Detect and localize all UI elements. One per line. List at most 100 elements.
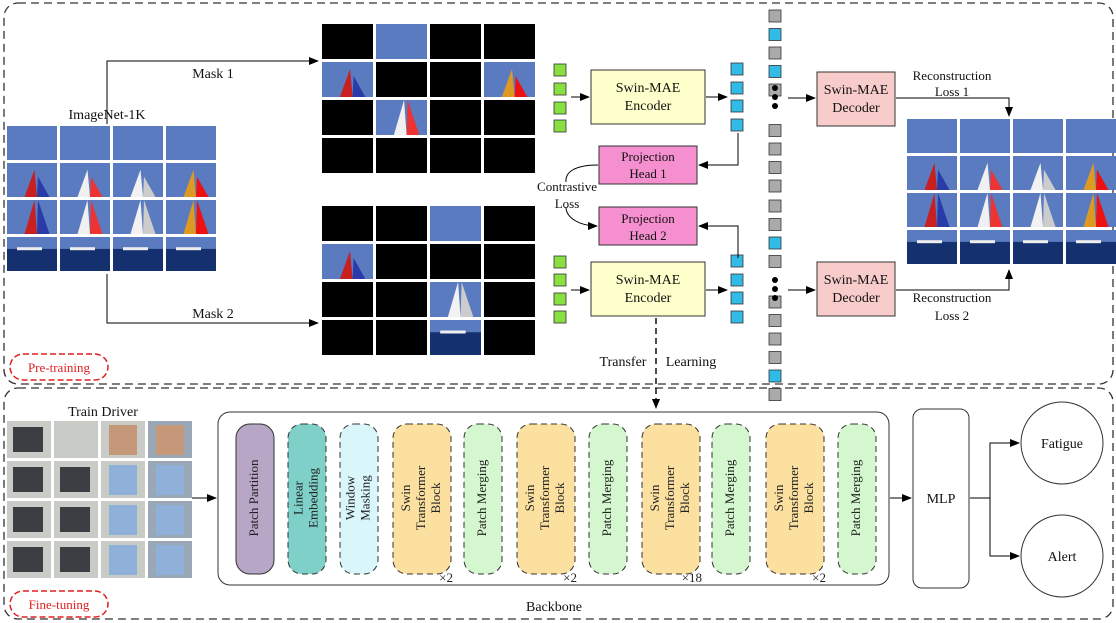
mask1-tile-r3c1: [322, 100, 373, 135]
contrastive-curve-bottom: [565, 206, 598, 230]
driver-tile-r2c2: [54, 461, 98, 498]
output-fatigue: Fatigue: [1020, 401, 1104, 485]
svg-text:MLP: MLP: [927, 492, 956, 507]
driver-tile-r3c4: [148, 501, 192, 538]
svg-text:Pre-training: Pre-training: [28, 360, 91, 375]
projection-head-2: Projection Head 2: [598, 206, 698, 246]
mask2-label: Mask 2: [192, 307, 234, 322]
svg-text:Decoder: Decoder: [832, 101, 880, 116]
arrow-mask2: [106, 274, 319, 327]
finetuning-frame: [3, 387, 1114, 620]
imagenet-tile-r2c4: [166, 163, 216, 197]
recon-tile-r3c1: [907, 193, 957, 227]
token-decoder-bottom-7: [768, 332, 782, 346]
arrow-to-fatigue: [970, 439, 1020, 499]
driver-tile-r1c2: [54, 421, 98, 458]
recon-tile-r3c3: [1013, 193, 1063, 227]
imagenet-tile-r3c3: [113, 200, 163, 234]
ellipsis-dot-4: [772, 277, 778, 283]
backbone-block-2-label-1: Linear: [290, 480, 305, 515]
driver-tile-r3c1: [7, 501, 51, 538]
mask2-tile-r1c1: [322, 206, 373, 241]
token-blue-bottom-2: [730, 273, 744, 287]
backbone-block-3-label-2: Masking: [357, 475, 372, 521]
token-decoder-top-9: [768, 179, 782, 193]
train-driver-label: Train Driver: [68, 405, 138, 420]
arrow-to-alert: [989, 498, 1020, 560]
recon-tile-r4c4: [1066, 230, 1116, 264]
recon-tile-r1c3: [1013, 119, 1063, 153]
backbone-block-8-multiplier: ×18: [682, 570, 702, 585]
mask1-tile-r1c4: [484, 24, 535, 59]
mask2-tile-r2c2: [376, 244, 427, 279]
token-blue-bottom-4: [730, 310, 744, 324]
mask1-tile-r1c1: [322, 24, 373, 59]
token-blue-top-2: [730, 81, 744, 95]
token-green-bottom-3: [553, 292, 567, 306]
recon-tile-r3c4: [1066, 193, 1116, 227]
token-green-bottom-1: [553, 255, 567, 269]
decoder-1: Swin-MAE Decoder: [816, 71, 896, 127]
svg-text:Decoder: Decoder: [832, 291, 880, 306]
encoder-1: Swin-MAE Encoder: [590, 69, 706, 125]
backbone-block-10-label-3: Block: [801, 482, 816, 514]
mask2-tile-r4c4: [484, 320, 535, 355]
token-decoder-bottom-8: [768, 351, 782, 364]
decoder-2: Swin-MAE Decoder: [816, 261, 896, 317]
svg-text:Fatigue: Fatigue: [1041, 437, 1083, 452]
backbone-block-4-label-3: Block: [428, 482, 443, 514]
imagenet-tile-r3c2: [60, 200, 110, 234]
backbone-block-1-label-1: Patch Partition: [246, 459, 261, 536]
svg-text:Swin-MAE: Swin-MAE: [616, 273, 681, 288]
recon-tile-r1c4: [1066, 119, 1116, 153]
masked-image-2: [322, 206, 535, 355]
driver-tile-r1c3: [101, 421, 145, 458]
token-columns: [553, 9, 782, 401]
token-decoder-top-1: [768, 9, 782, 23]
recon-tile-r2c1: [907, 156, 957, 190]
token-decoder-bottom-9: [768, 369, 782, 383]
mask2-tile-r4c3: [430, 320, 481, 355]
imagenet-tile-r3c4: [166, 200, 216, 234]
backbone-label: Backbone: [526, 600, 582, 615]
driver-tile-r1c1: [7, 421, 51, 458]
svg-text:Loss 1: Loss 1: [935, 84, 969, 99]
svg-text:Encoder: Encoder: [625, 99, 672, 114]
backbone-block-2-label-2: Embedding: [305, 468, 320, 528]
mask1-tile-r3c2: [376, 100, 427, 135]
token-decoder-top-4: [768, 65, 782, 78]
ellipsis-dot-2: [772, 94, 778, 100]
input-image-train-driver: [7, 421, 192, 578]
backbone-block-10-label-2: Transformer: [786, 465, 801, 530]
imagenet-tile-r3c1: [7, 200, 57, 234]
backbone-block-4-label-1: Swin: [398, 484, 413, 511]
svg-text:Contrastive: Contrastive: [537, 179, 597, 194]
backbone-block-4-multiplier: ×2: [439, 570, 453, 585]
backbone-block-1: Patch Partition: [235, 423, 275, 575]
token-green-bottom-4: [553, 310, 567, 324]
backbone-block-8-label-2: Transformer: [662, 465, 677, 530]
mask1-tile-r2c4: [484, 62, 535, 97]
mask2-tile-r2c1: [322, 244, 373, 279]
recon-tile-r1c1: [907, 119, 957, 153]
backbone-block-11: Patch Merging: [837, 423, 877, 575]
arrow-recon2: [896, 269, 1013, 291]
mask2-tile-r3c4: [484, 282, 535, 317]
driver-tile-r2c3: [101, 461, 145, 498]
backbone-block-11-label-1: Patch Merging: [848, 459, 863, 536]
driver-tile-r3c2: [54, 501, 98, 538]
mask1-tile-r4c3: [430, 138, 481, 173]
ellipsis-dot-6: [772, 295, 778, 301]
imagenet-tile-r1c4: [166, 126, 216, 160]
backbone-block-9: Patch Merging: [711, 423, 751, 575]
token-decoder-bottom-1: [768, 199, 782, 213]
svg-text:Swin-MAE: Swin-MAE: [616, 81, 681, 96]
imagenet-tile-r4c1: [7, 237, 57, 271]
output-alert: Alert: [1020, 514, 1104, 598]
driver-tile-r2c1: [7, 461, 51, 498]
